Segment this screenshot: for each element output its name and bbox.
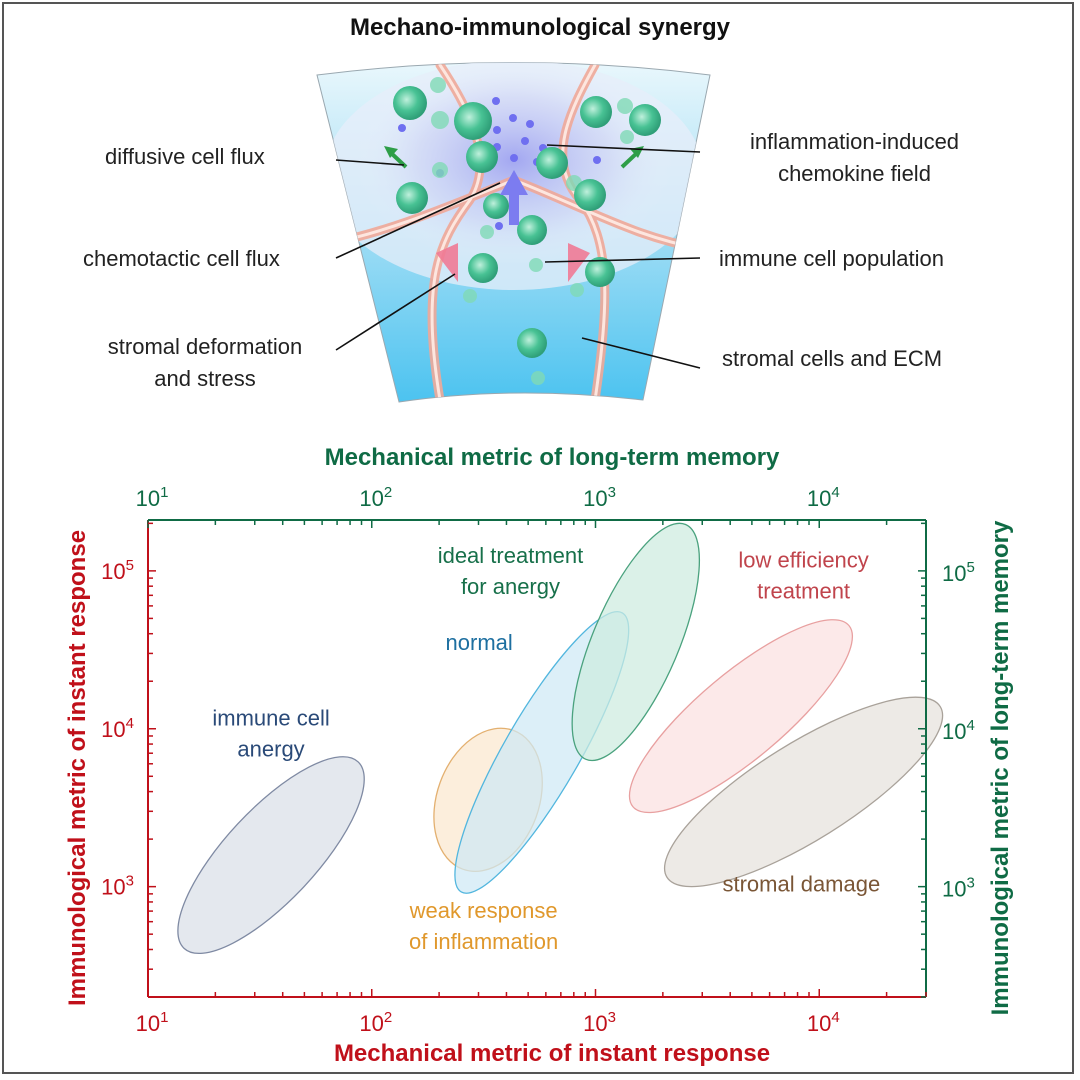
- chemotactic-arrow-icon: [500, 170, 528, 225]
- region-low-efficiency-treatment: [628, 619, 854, 814]
- region-stromal-damage: [663, 696, 944, 888]
- label-diffusive-cell-flux: diffusive cell flux: [105, 144, 265, 169]
- label-chemotactic-cell-flux: chemotactic cell flux: [83, 246, 280, 271]
- region-label: stromal damage: [722, 871, 880, 896]
- region-immune-cell-anergy: [177, 756, 365, 955]
- axes-layer: 101 102 103 104 101 102 103 104 103 104 105 103 104 1…: [101, 484, 975, 1036]
- x-tick-label: 101: [136, 1009, 169, 1036]
- x2-tick-label: 103: [583, 484, 616, 511]
- label-stromal-cells-ecm: stromal cells and ECM: [722, 346, 943, 371]
- label-immune-cell-population: immune cell population: [719, 246, 945, 271]
- region-label: normal: [446, 630, 513, 655]
- y2-tick-label: 103: [942, 875, 975, 902]
- x-axis-title: Mechanical metric of instant response: [334, 1040, 770, 1067]
- y-tick-label: 103: [101, 873, 134, 900]
- x-tick-label: 104: [807, 1009, 840, 1036]
- immune-cells: [393, 77, 661, 385]
- x2-tick-label: 104: [807, 484, 840, 511]
- stress-marker-left-icon: [436, 243, 458, 282]
- x2-axis-title: Mechanical metric of long-term memory: [325, 444, 780, 471]
- x-tick-label: 102: [359, 1009, 392, 1036]
- y2-tick-label: 105: [942, 559, 975, 586]
- leader-lines: [335, 144, 701, 369]
- x2-tick-label: 101: [136, 484, 169, 511]
- y-tick-label: 104: [101, 715, 134, 742]
- y-tick-label: 105: [101, 557, 134, 584]
- y2-tick-label: 104: [942, 717, 975, 744]
- stress-marker-right-icon: [568, 243, 590, 282]
- y-axis-title: Immunological metric of instant response: [64, 530, 91, 1006]
- regions-layer: [177, 522, 944, 955]
- y2-axis-title: Immunological metric of long-term memory: [987, 520, 1014, 1015]
- figure-title: Mechano-immunological synergy: [349, 14, 731, 41]
- region-ideal-treatment-for-anergy: [571, 522, 701, 762]
- x-tick-label: 103: [583, 1009, 616, 1036]
- x2-tick-label: 102: [359, 484, 392, 511]
